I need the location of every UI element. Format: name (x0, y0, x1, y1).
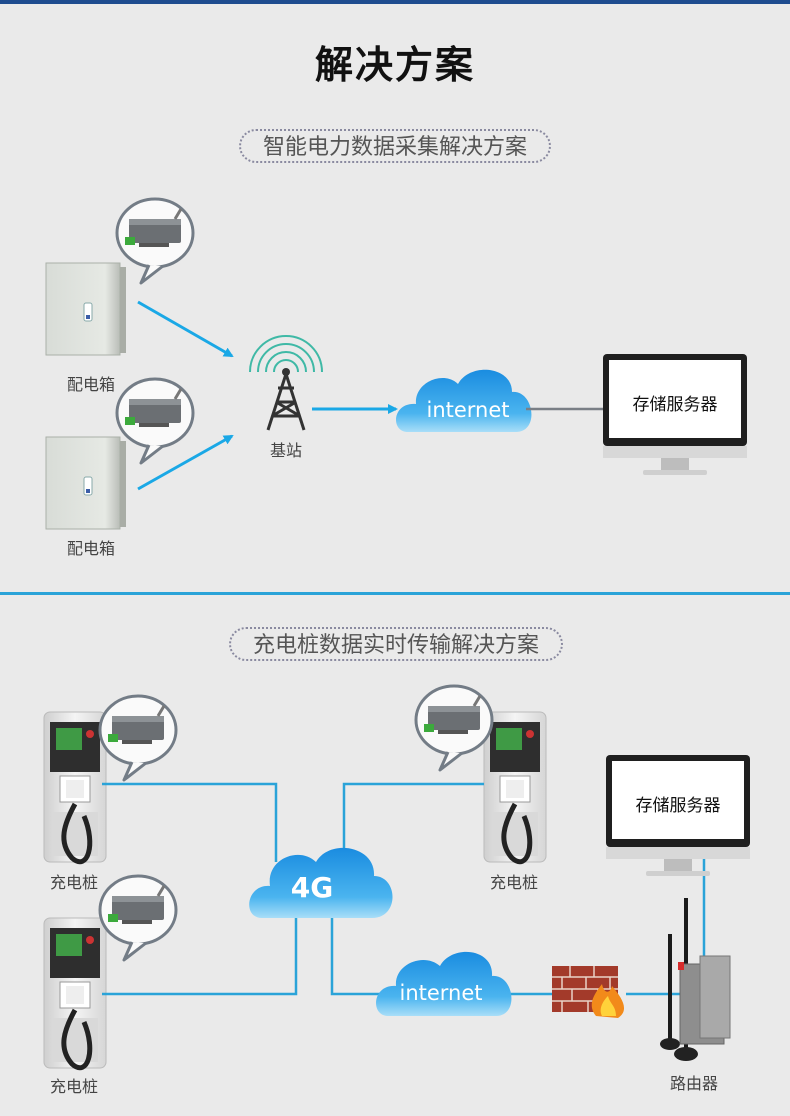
storage-server-label: 存储服务器 (632, 395, 718, 415)
section2-heading: 充电桩数据实时传输解决方案 (229, 627, 563, 661)
firewall-icon (552, 966, 625, 1018)
modem-bubble-icon (117, 199, 193, 283)
router-label: 路由器 (669, 1074, 718, 1093)
section-divider (0, 592, 790, 595)
top-stripe (0, 0, 790, 4)
signal-arrow (137, 300, 234, 358)
internet-cloud-icon (396, 369, 532, 432)
distribution-box-icon (45, 436, 127, 530)
charging-pile-label: 充电桩 (489, 873, 538, 892)
router-icon (660, 898, 731, 1061)
distribution-box-icon (45, 262, 127, 356)
modem-bubble-icon (100, 696, 176, 780)
internet-cloud-label: internet (426, 398, 510, 422)
4g-cloud-label: 4G (290, 871, 334, 904)
section1-heading: 智能电力数据采集解决方案 (239, 129, 551, 163)
charging-pile-icon (484, 712, 546, 862)
modem-bubble-icon (416, 686, 492, 770)
page-title: 解决方案 (314, 43, 475, 87)
internet-cloud-label: internet (399, 981, 483, 1005)
charging-pile-icon (44, 918, 106, 1068)
distribution-box-label: 配电箱 (66, 539, 115, 558)
storage-server-label: 存储服务器 (635, 796, 721, 816)
internet-cloud-icon (376, 951, 512, 1016)
charging-pile-label: 充电桩 (49, 1077, 98, 1096)
charging-pile-label: 充电桩 (49, 873, 98, 892)
base-station-label: 基站 (269, 441, 302, 460)
4g-cloud-icon (249, 847, 393, 918)
charging-pile-icon (44, 712, 106, 862)
distribution-box-label: 配电箱 (66, 375, 115, 394)
base-station-tower-icon (249, 335, 323, 431)
signal-arrow (137, 434, 234, 491)
